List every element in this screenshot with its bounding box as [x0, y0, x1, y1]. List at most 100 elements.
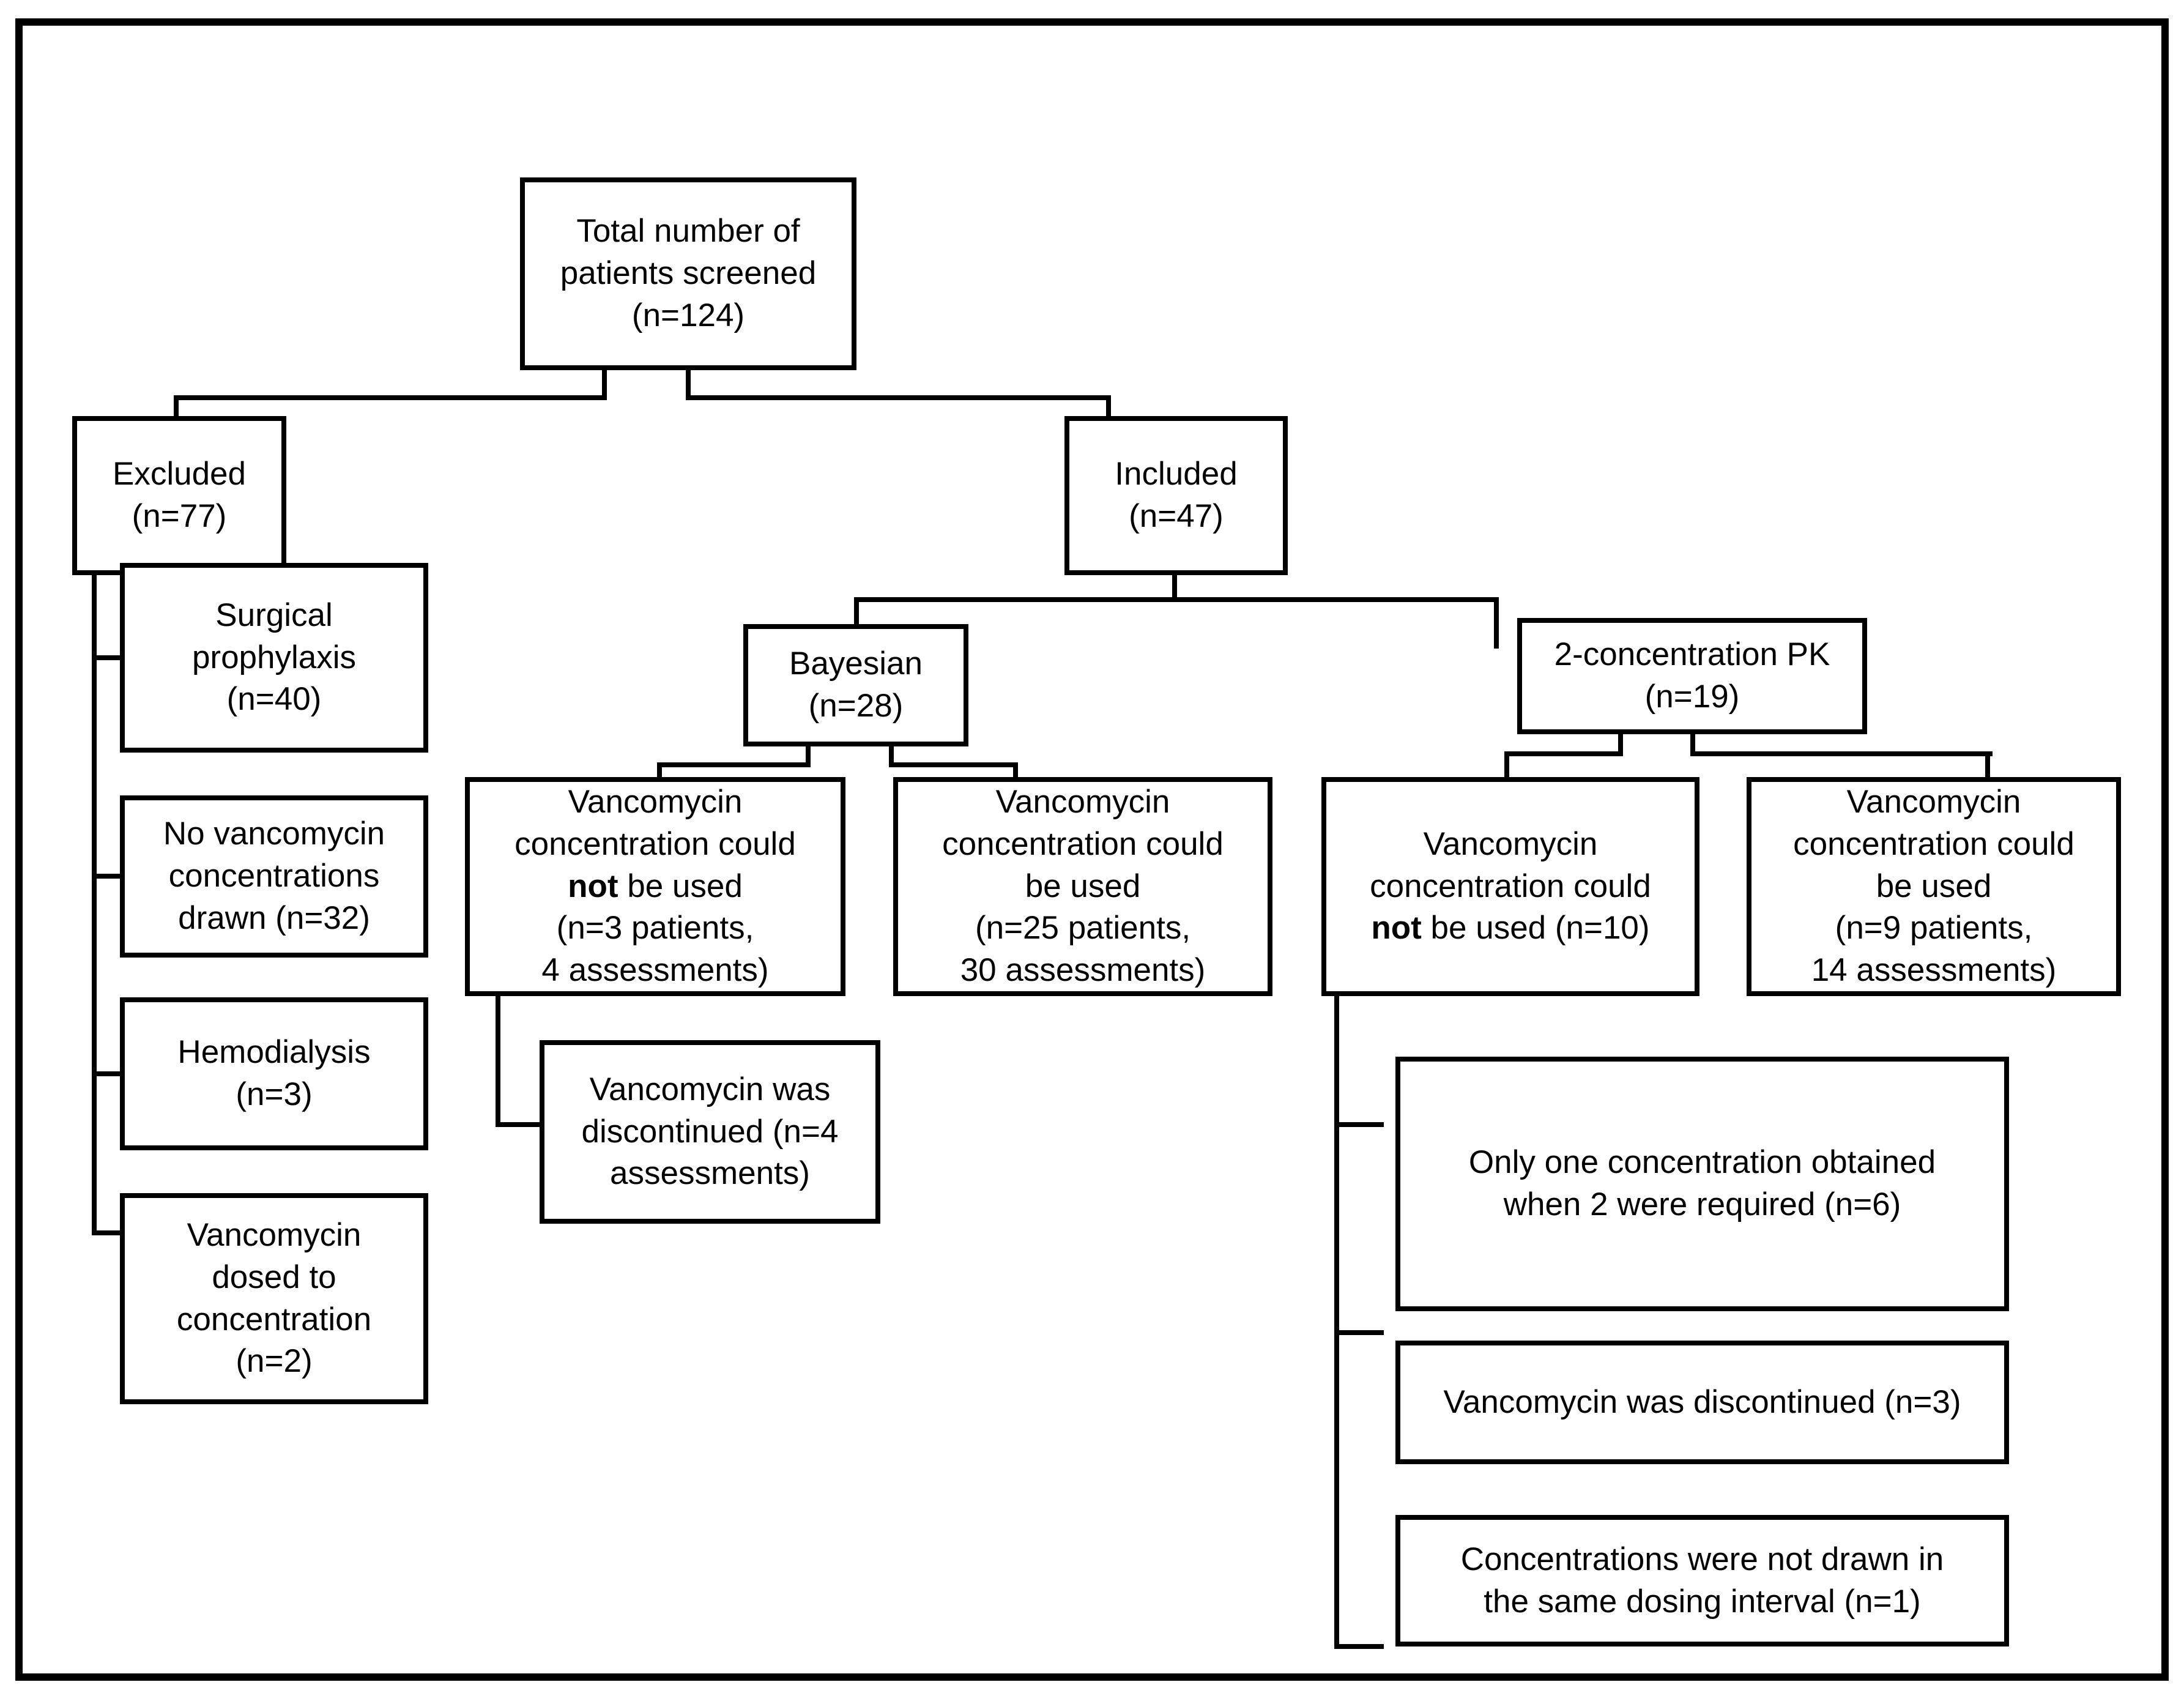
- text-line: the same dosing interval (n=1): [1484, 1583, 1921, 1620]
- node-bayesian-discontinued: Vancomycin was discontinued (n=4 assessm…: [540, 1040, 880, 1224]
- connector-line: [1172, 575, 1177, 602]
- node-total-screened: Total number of patients screened (n=124…: [520, 177, 856, 370]
- connector-line: [92, 874, 122, 879]
- node-2-concentration-pk: 2-concentration PK (n=19): [1517, 618, 1867, 734]
- text-line: concentrations: [168, 858, 380, 895]
- connector-line: [1690, 751, 1993, 756]
- text-line: patients screened: [560, 255, 817, 292]
- text-line: concentration: [176, 1301, 372, 1338]
- text-line: Vancomycin: [995, 783, 1170, 820]
- text-line: not be used (n=10): [1371, 910, 1650, 947]
- text-line: Concentrations were not drawn in: [1460, 1541, 1944, 1577]
- text-line: (n=25 patients,: [975, 910, 1191, 947]
- connector-line: [657, 762, 662, 780]
- text-line: be used: [1876, 868, 1992, 904]
- connector-line: [92, 1071, 122, 1076]
- text-line: Vancomycin: [1846, 783, 2021, 820]
- text-line: Vancomycin was discontinued (n=3): [1443, 1383, 1961, 1420]
- connector-line: [1985, 751, 1990, 780]
- connector-line: [889, 762, 1018, 767]
- connector-line: [602, 370, 607, 400]
- text-line: discontinued (n=4: [581, 1113, 839, 1150]
- node-pk-discontinued: Vancomycin was discontinued (n=3): [1395, 1341, 2009, 1464]
- text-line: concentration could: [514, 825, 796, 862]
- connector-line: [1106, 395, 1111, 419]
- node-bayesian: Bayesian (n=28): [743, 624, 968, 746]
- text-line: 14 assessments): [1811, 952, 2057, 989]
- connector-line: [889, 745, 894, 767]
- text-line: concentration could: [1370, 868, 1651, 904]
- node-only-one-concentration: Only one concentration obtained when 2 w…: [1395, 1057, 2009, 1311]
- text-line: concentration could: [1793, 825, 2074, 862]
- text-line: Vancomycin: [187, 1216, 362, 1253]
- node-no-concentrations-drawn: No vancomycin concentrations drawn (n=32…: [120, 795, 428, 958]
- connector-line: [1013, 762, 1018, 780]
- connector-line: [174, 395, 179, 419]
- text-line: (n=47): [1129, 498, 1224, 534]
- text-line: Included: [1115, 456, 1238, 493]
- node-pk-not-used: Vancomycin concentration could not be us…: [1321, 777, 1699, 996]
- connector-line: [1504, 751, 1509, 780]
- connector-line: [1334, 1122, 1384, 1127]
- connector-line: [92, 1230, 122, 1235]
- text-line: (n=9 patients,: [1835, 910, 2033, 947]
- text-line: (n=124): [631, 297, 745, 333]
- text-line: be used: [1025, 868, 1141, 904]
- text-line: when 2 were required (n=6): [1503, 1186, 1901, 1222]
- text-line: (n=19): [1644, 679, 1740, 715]
- node-surgical-prophylaxis: Surgical prophylaxis (n=40): [120, 563, 428, 753]
- connector-line: [1334, 994, 1339, 1649]
- text-line: Total number of: [576, 213, 800, 250]
- connector-line: [1690, 733, 1695, 756]
- connector-line: [1504, 751, 1623, 756]
- node-bayesian-not-used: Vancomycin concentration could not be us…: [465, 777, 845, 996]
- connector-line: [854, 597, 1499, 602]
- connector-line: [496, 994, 500, 1127]
- text-line: drawn (n=32): [178, 899, 370, 936]
- text-line: Surgical: [215, 597, 333, 633]
- text-line: 4 assessments): [541, 952, 769, 989]
- text-line: Excluded: [112, 456, 247, 493]
- connector-line: [686, 370, 691, 400]
- text-line: 2-concentration PK: [1554, 636, 1830, 673]
- outer-border: [15, 18, 2169, 1681]
- connector-line: [1494, 597, 1499, 649]
- text-line: 30 assessments): [960, 952, 1206, 989]
- text-line: (n=3): [236, 1076, 313, 1112]
- text-line: Vancomycin was: [589, 1071, 831, 1107]
- connector-line: [496, 1122, 542, 1127]
- text-line: concentration could: [942, 825, 1224, 862]
- connector-line: [657, 762, 811, 767]
- connector-line: [92, 574, 97, 1235]
- node-pk-used: Vancomycin concentration could be used (…: [1747, 777, 2121, 996]
- text-line: No vancomycin: [163, 816, 385, 852]
- node-excluded: Excluded (n=77): [72, 416, 286, 575]
- connector-line: [806, 745, 811, 767]
- text-line: (n=2): [236, 1343, 313, 1380]
- connector-line: [854, 597, 859, 627]
- text-line: Bayesian: [789, 646, 923, 682]
- text-line: (n=77): [132, 498, 227, 534]
- text-line: assessments): [610, 1155, 810, 1192]
- connector-line: [92, 655, 122, 660]
- connector-line: [686, 395, 1111, 400]
- node-dosed-to-concentration: Vancomycin dosed to concentration (n=2): [120, 1193, 428, 1404]
- text-line: (n=3 patients,: [556, 910, 754, 947]
- connector-line: [1334, 1330, 1384, 1335]
- node-bayesian-used: Vancomycin concentration could be used (…: [893, 777, 1272, 996]
- text-line: not be used: [568, 868, 743, 904]
- text-line: Vancomycin: [568, 783, 743, 820]
- text-line: Vancomycin: [1423, 825, 1598, 862]
- text-line: Only one concentration obtained: [1468, 1144, 1936, 1181]
- node-hemodialysis: Hemodialysis (n=3): [120, 997, 428, 1150]
- text-line: Hemodialysis: [177, 1034, 371, 1071]
- connector-line: [1334, 1644, 1384, 1649]
- text-line: (n=40): [226, 681, 322, 718]
- text-line: prophylaxis: [191, 639, 357, 675]
- text-line: (n=28): [808, 688, 904, 724]
- node-not-same-interval: Concentrations were not drawn in the sam…: [1395, 1515, 2009, 1646]
- connector-line: [174, 395, 607, 400]
- text-line: dosed to: [212, 1259, 336, 1295]
- connector-line: [1618, 733, 1623, 756]
